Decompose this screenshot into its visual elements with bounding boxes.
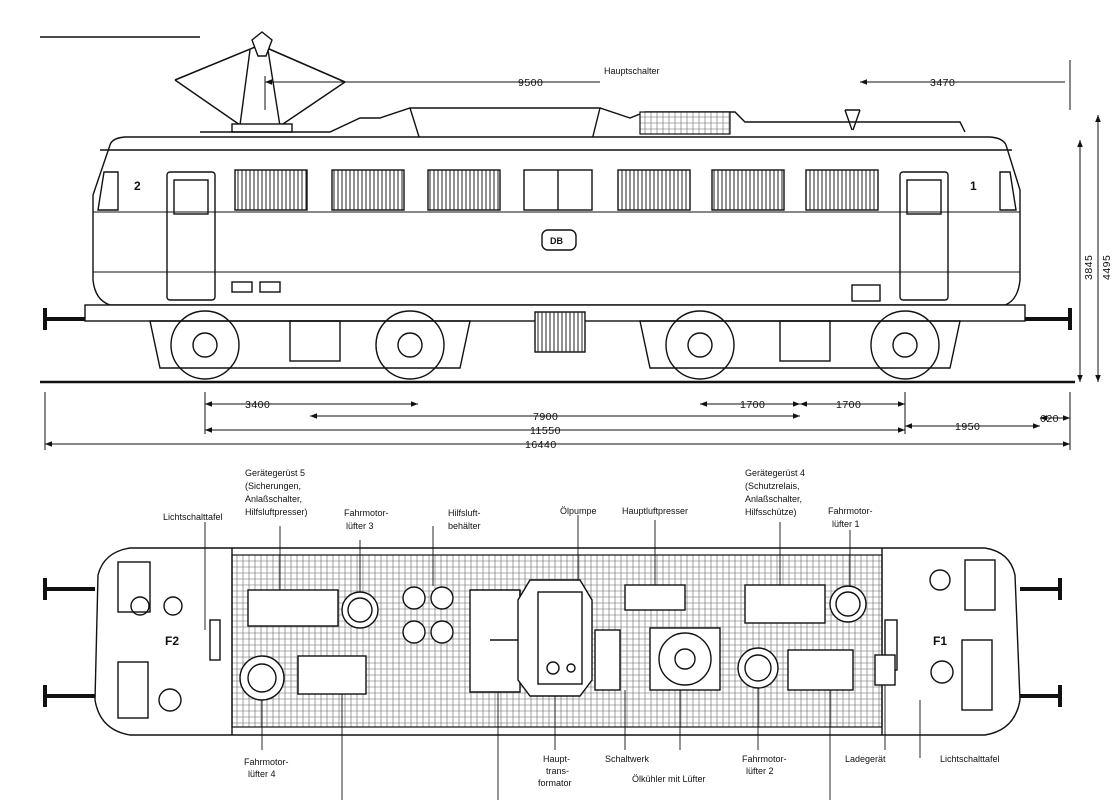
cab-number-1: 1 [970, 179, 977, 193]
dim-3845: 3845 [1083, 255, 1095, 280]
label-fahrmotorluefter4-0: Fahrmotor- [244, 757, 289, 767]
loco-body [92, 136, 1021, 306]
door-left [166, 171, 216, 301]
dim-11550: 11550 [530, 425, 561, 437]
label-haupttransformator-2: formator [538, 778, 572, 788]
louvre-3 [427, 169, 501, 211]
label-oelpumpe: Ölpumpe [560, 506, 597, 516]
dim-3470: 3470 [930, 77, 955, 89]
label-geraetegeruest5-2: Anlaßschalter, [245, 494, 302, 504]
label-hilfsluftbehaelter-1: behälter [448, 521, 481, 531]
dim-1950: 1950 [955, 421, 980, 433]
fahrmotorluefter-1 [829, 585, 867, 623]
label-geraetegeruest5-3: Hilfsluftpresser) [245, 507, 308, 517]
louvre-4 [617, 169, 691, 211]
dim-3400: 3400 [245, 399, 270, 411]
dim-4495: 4495 [1101, 255, 1113, 280]
dim-620: 620 [1040, 413, 1059, 425]
ladegeraet [874, 654, 896, 686]
label-ladegeraet: Ladegerät [845, 754, 886, 764]
label-geraetegeruest5-0: Gerätegerüst 5 [245, 468, 305, 478]
label-schaltwerk: Schaltwerk [605, 754, 650, 764]
geraetegeruest-1 [787, 649, 854, 691]
label-hilfsluftbehaelter-0: Hilfsluft- [448, 508, 481, 518]
label-fahrmotorluefter2-1: lüfter 2 [746, 766, 774, 776]
label-fahrmotorluefter1-1: lüfter 1 [832, 519, 860, 529]
label-fahrmotorluefter1-0: Fahrmotor- [828, 506, 873, 516]
label-haupttransformator-0: Haupt- [543, 754, 570, 764]
cab-number-2: 2 [134, 179, 141, 193]
haupttransformator [517, 579, 593, 697]
label-hauptluftpresser: Hauptluftpresser [622, 506, 688, 516]
fahrmotorluefter-4 [239, 655, 285, 701]
dim-16440: 16440 [525, 439, 557, 451]
hilfsluftbehaelter [402, 586, 454, 644]
label-fahrmotorluefter2-0: Fahrmotor- [742, 754, 787, 764]
label-f2: F2 [165, 634, 179, 648]
bogies [149, 310, 961, 380]
louvre-1 [234, 169, 308, 211]
side-view [40, 31, 1101, 450]
label-lichtschalttafel-right: Lichtschalttafel [940, 754, 1000, 764]
dim-1700-b: 1700 [836, 399, 861, 411]
louvre-2 [331, 169, 405, 211]
label-geraetegeruest4-0: Gerätegerüst 4 [745, 468, 805, 478]
label-fahrmotorluefter3-0: Fahrmotor- [344, 508, 389, 518]
label-geraetegeruest4-3: Hilfsschütze) [745, 507, 797, 517]
louvre-5 [711, 169, 785, 211]
hauptluftpresser [624, 584, 686, 611]
dim-1700-a: 1700 [740, 399, 765, 411]
dim-9500: 9500 [518, 77, 543, 89]
label-hauptschalter: Hauptschalter [604, 66, 660, 76]
dim-7900: 7900 [533, 411, 558, 423]
label-fahrmotorluefter4-1: lüfter 4 [248, 769, 276, 779]
plan-labels: Gerätegerüst 5 (Sicherungen, Anlaßschalt… [163, 468, 1000, 788]
label-haupttransformator-1: trans- [546, 766, 569, 776]
label-fahrmotorluefter3-1: lüfter 3 [346, 521, 374, 531]
schaltwerk [594, 629, 621, 691]
label-geraetegeruest4-1: (Schutzrelais, [745, 481, 800, 491]
geraetegeruest-4 [744, 584, 826, 624]
geraetegeruest-5 [247, 589, 339, 627]
geraetegeruest-3 [297, 655, 367, 695]
db-emblem: DB [550, 236, 563, 246]
label-lichtschalttafel-left: Lichtschalttafel [163, 512, 223, 522]
label-geraetegeruest4-2: Anlaßschalter, [745, 494, 802, 504]
label-geraetegeruest5-1: (Sicherungen, [245, 481, 301, 491]
fahrmotorluefter-2 [737, 647, 779, 689]
plan-view [43, 515, 1062, 800]
louvre-6 [805, 169, 879, 211]
door-right [899, 171, 949, 301]
label-f1: F1 [933, 634, 947, 648]
label-oelkuehler: Ölkühler mit Lüfter [632, 774, 706, 784]
